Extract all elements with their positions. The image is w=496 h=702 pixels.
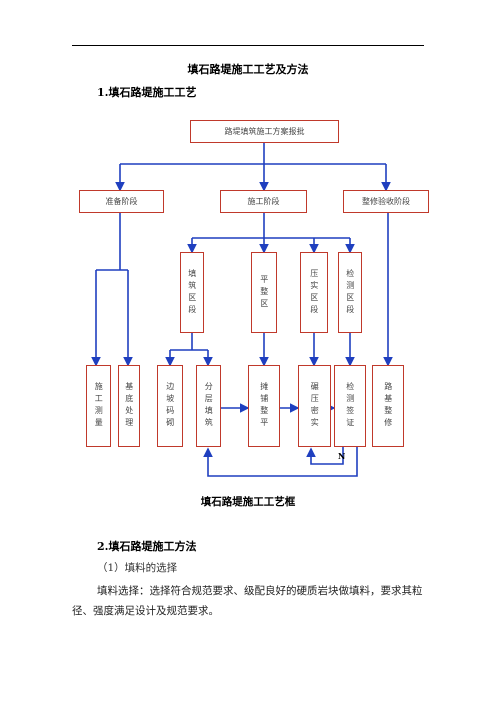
figure-caption: 填石路堤施工工艺框 — [200, 496, 296, 508]
flow-box-step-base: 基底处理 — [118, 365, 140, 447]
flow-box-zone-level: 平整区 — [251, 252, 277, 333]
section-heading-2: 2.填石路堤施工方法 — [97, 540, 197, 553]
body-paragraph: 填料选择：选择符合规范要求、级配良好的硬质岩块做填料，要求其粒径、强度满足设计及… — [72, 585, 423, 617]
flow-box-top: 路堤填筑施工方案报批 — [190, 120, 339, 143]
flow-box-stage-construct: 施工阶段 — [220, 190, 307, 213]
flow-box-step-spread: 摊铺整平 — [248, 365, 280, 447]
flow-box-step-layer: 分层填筑 — [196, 365, 221, 447]
flow-box-stage-finish: 整修验收阶段 — [343, 190, 429, 213]
flow-box-step-trim: 路基整修 — [372, 365, 404, 447]
section-heading-1: 1.填石路堤施工工艺 — [97, 86, 197, 99]
flow-box-zone-compact: 压实区段 — [300, 252, 328, 333]
flow-box-zone-check: 检测区段 — [338, 252, 362, 333]
flow-box-step-slope: 边坡码砌 — [157, 365, 183, 447]
flow-box-step-survey: 施工测量 — [86, 365, 111, 447]
flow-box-step-roll: 碾压密实 — [298, 365, 331, 447]
page-title: 填石路堤施工工艺及方法 — [187, 63, 309, 76]
flow-box-step-sign: 检测签证 — [334, 365, 366, 447]
subsection-heading: （1）填料的选择 — [97, 562, 178, 574]
flow-box-zone-fill: 填筑区段 — [180, 252, 204, 333]
flow-label-n: N — [338, 451, 346, 461]
header-rule — [72, 45, 424, 46]
flow-box-stage-prep: 准备阶段 — [79, 190, 164, 213]
